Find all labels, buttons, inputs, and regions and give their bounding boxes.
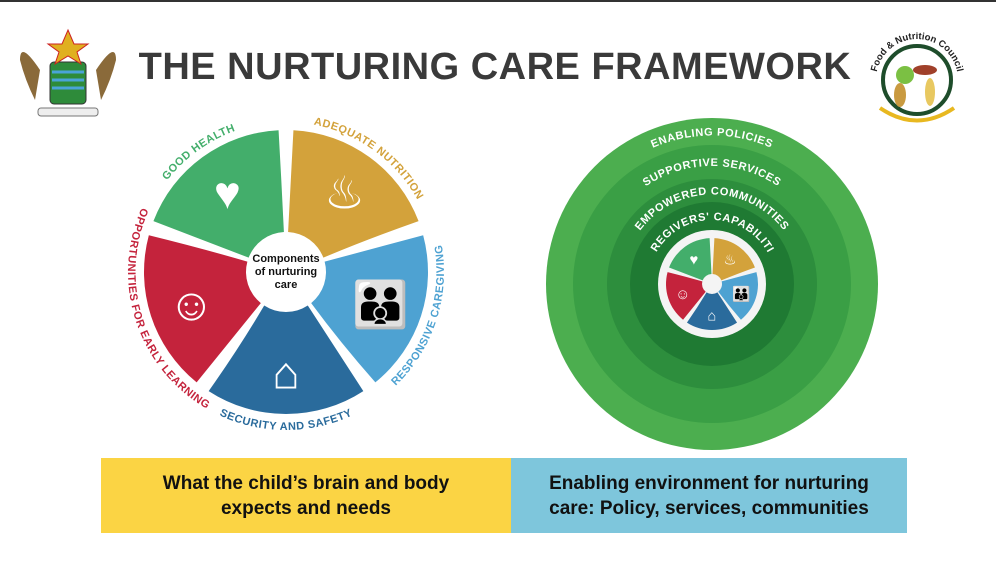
heart-icon: ♥	[690, 253, 699, 269]
needs-caption-line: What the child’s brain and body	[162, 472, 450, 494]
heart-icon: ♥	[214, 168, 241, 219]
mini-components-wheel: ♥ ♨ 👪 ⌂ ☺	[666, 238, 758, 330]
center-label: of nurturing	[255, 266, 317, 278]
bowl-icon: ♨	[324, 168, 365, 219]
environment-caption-box: Enabling environment for nurturing care: …	[511, 458, 907, 533]
component-segment	[288, 130, 419, 258]
food-nutrition-council-logo: Food & Nutrition Council	[869, 31, 965, 123]
needs-caption-line: expects and needs	[220, 497, 391, 519]
center-label: care	[275, 279, 298, 291]
environment-caption-line: care: Policy, services, communities	[549, 497, 869, 519]
component-segment	[718, 272, 758, 320]
slide-title: THE NURTURING CARE FRAMEWORK	[138, 46, 852, 88]
component-segment	[712, 238, 755, 281]
needs-caption-box: What the child’s brain and body expects a…	[101, 458, 511, 533]
child-reading-icon: ☺	[675, 287, 690, 303]
caregivers-icon: 👪	[352, 278, 409, 330]
component-segment	[666, 272, 706, 320]
child-reading-icon: ☺	[168, 279, 214, 330]
zimbabwe-coat-of-arms-logo	[20, 28, 116, 117]
component-segment	[311, 235, 428, 383]
component-segment	[208, 305, 364, 414]
component-segment	[144, 235, 261, 383]
component-segment	[153, 130, 284, 258]
center-label: Components	[252, 253, 319, 265]
nurturing-care-wheel: ♥GOOD HEALTH♨ADEQUATE NUTRITION👪RESPONSI…	[125, 116, 447, 433]
top-border	[0, 0, 996, 2]
component-segment	[686, 292, 738, 330]
family-shelter-icon: ⌂	[708, 308, 717, 324]
caregivers-icon: 👪	[732, 285, 750, 303]
family-shelter-icon: ⌂	[272, 348, 299, 399]
environment-caption-line: Enabling environment for nurturing	[549, 472, 869, 494]
bowl-icon: ♨	[723, 253, 736, 269]
component-segment	[669, 238, 712, 281]
